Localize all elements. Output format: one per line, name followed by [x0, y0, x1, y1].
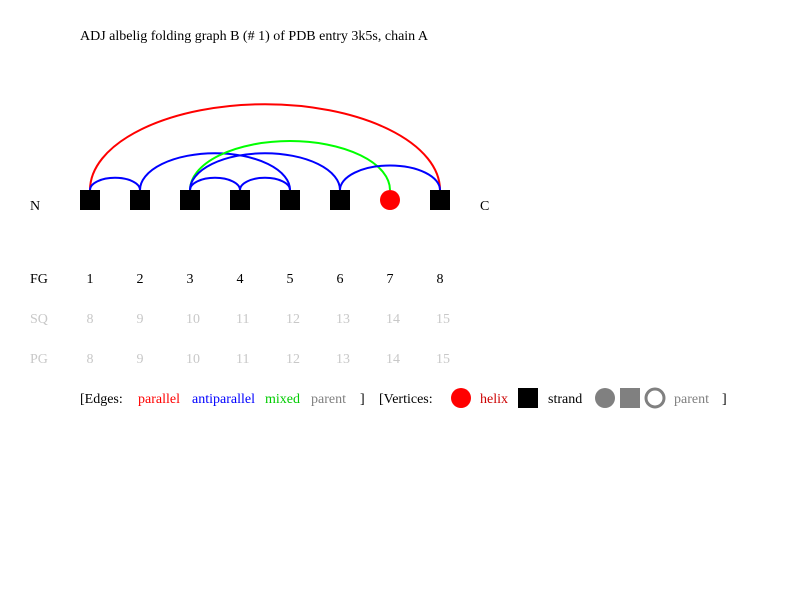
legend-parent-strand-marker	[620, 388, 640, 408]
pg-number-5: 12	[286, 352, 300, 367]
fg-number-1: 1	[87, 272, 94, 287]
edge-antiparallel-4-5	[239, 176, 291, 191]
n-terminus-label: N	[30, 199, 40, 214]
fg-number-5: 5	[287, 272, 294, 287]
sq-row-label: SQ	[30, 312, 48, 327]
legend-vertices-close: ]	[722, 392, 727, 407]
vertex-strand-2	[130, 190, 150, 210]
vertex-strand-1	[80, 190, 100, 210]
edge-mixed-3-7	[189, 140, 391, 191]
fg-number-4: 4	[237, 272, 244, 287]
sq-number-3: 10	[186, 312, 200, 327]
sq-number-6: 13	[336, 312, 350, 327]
legend-edges-close: ]	[360, 392, 365, 407]
legend-vertex-parent: parent	[674, 392, 709, 407]
pg-number-4: 11	[236, 352, 249, 367]
sq-number-2: 9	[137, 312, 144, 327]
pg-number-8: 15	[436, 352, 450, 367]
legend: [Edges: parallel antiparallel mixed pare…	[80, 387, 727, 409]
legend-parent-helix-marker	[595, 388, 615, 408]
fg-number-7: 7	[387, 272, 394, 287]
vertex-strand-4	[230, 190, 250, 210]
pg-number-3: 10	[186, 352, 200, 367]
edge-antiparallel-2-5	[139, 152, 291, 191]
edge-parallel-1-8	[89, 103, 441, 191]
graph-title: ADJ albelig folding graph B (# 1) of PDB…	[80, 29, 429, 44]
edge-antiparallel-1-2	[89, 176, 141, 191]
pg-number-2: 9	[137, 352, 144, 367]
pg-number-1: 8	[87, 352, 94, 367]
legend-strand-marker	[518, 388, 538, 408]
sq-number-1: 8	[87, 312, 94, 327]
vertex-helix-7	[380, 190, 400, 210]
vertex-strand-5	[280, 190, 300, 210]
legend-parent-outline-marker	[644, 387, 666, 409]
legend-edges-open: [Edges:	[80, 392, 123, 407]
sq-number-7: 14	[386, 312, 400, 327]
c-terminus-label: C	[480, 199, 489, 214]
edge-layer	[89, 103, 441, 191]
legend-edge-parent: parent	[311, 392, 346, 407]
vertex-number-rows: 1 8 8 2 9 9 3 10 10 4 11 11 5 12 12 6 13 13 7 14 14 8 15 15	[87, 272, 451, 367]
edge-antiparallel-3-6	[189, 152, 341, 191]
sq-number-8: 15	[436, 312, 450, 327]
vertex-layer	[80, 190, 450, 210]
pg-number-6: 13	[336, 352, 350, 367]
sq-number-4: 11	[236, 312, 249, 327]
sq-number-5: 12	[286, 312, 300, 327]
fg-number-2: 2	[137, 272, 144, 287]
legend-helix-marker	[451, 388, 471, 408]
fg-number-8: 8	[437, 272, 444, 287]
fg-row-label: FG	[30, 272, 48, 287]
legend-edge-mixed: mixed	[265, 392, 300, 407]
vertex-strand-6	[330, 190, 350, 210]
legend-edge-parallel: parallel	[138, 392, 180, 407]
vertex-strand-8	[430, 190, 450, 210]
pg-number-7: 14	[386, 352, 400, 367]
legend-vertices-open: [Vertices:	[379, 392, 433, 407]
pg-row-label: PG	[30, 352, 48, 367]
vertex-strand-3	[180, 190, 200, 210]
edge-antiparallel-6-8	[339, 164, 441, 191]
edge-antiparallel-3-4	[189, 176, 241, 191]
fg-number-3: 3	[187, 272, 194, 287]
legend-vertex-helix: helix	[480, 392, 508, 407]
legend-edge-antiparallel: antiparallel	[192, 392, 255, 407]
legend-vertex-strand: strand	[548, 392, 582, 407]
fg-number-6: 6	[337, 272, 344, 287]
